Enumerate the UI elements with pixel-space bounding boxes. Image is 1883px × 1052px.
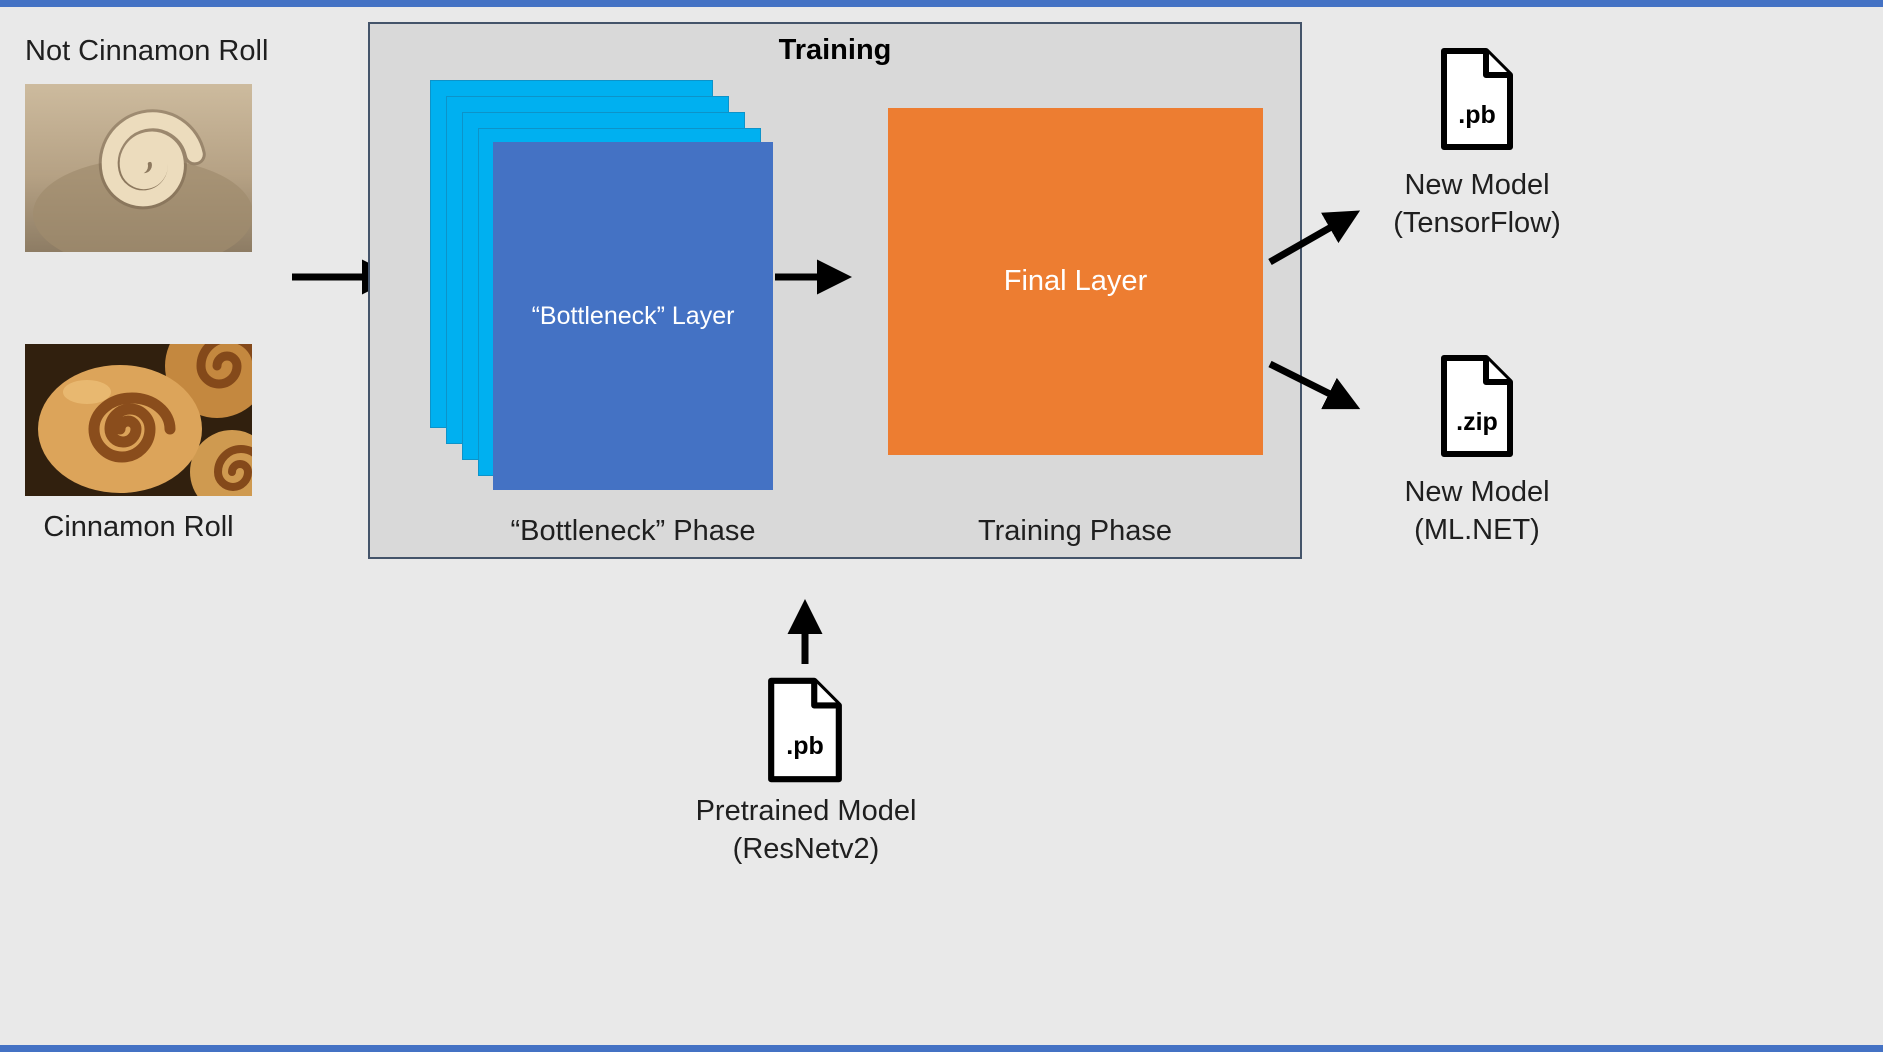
document-icon [1441,48,1513,150]
bottom-accent-strip [0,1045,1883,1052]
bottleneck-phase-label: “Bottleneck” Phase [510,515,756,547]
tensorflow-file-extension: .pb [1458,101,1496,130]
tensorflow-model-framework: (TensorFlow) [1393,207,1561,239]
pretrained-to-training-arrow [787,599,823,664]
bottleneck-layer-box: “Bottleneck” Layer [493,142,773,490]
tensorflow-pb-file-icon: .pb [1437,46,1517,152]
document-icon [1441,355,1513,457]
mlnet-model-name: New Model [1404,476,1550,508]
cinnamon-roll-label: Cinnamon Roll [43,511,234,543]
top-accent-strip [0,0,1883,7]
pretrained-file-extension: .pb [786,732,824,761]
final-layer-label: Final Layer [1003,265,1148,297]
mlnet-zip-file-icon: .zip [1437,353,1517,459]
mlnet-model-framework: (ML.NET) [1414,514,1540,546]
training-title: Training [778,34,892,66]
not-cinnamon-roll-label: Not Cinnamon Roll [25,35,269,67]
pretrained-model-framework: (ResNetv2) [732,833,880,865]
dog-tail-photo-illustration [25,84,252,252]
tensorflow-model-label: New Model (TensorFlow) [1357,166,1597,242]
pretrained-model-name: Pretrained Model [695,795,917,827]
final-layer-box: Final Layer [888,108,1263,455]
mlnet-model-label: New Model (ML.NET) [1357,473,1597,549]
cinnamon-roll-image [25,344,252,496]
bottleneck-layer-label: “Bottleneck” Layer [531,301,735,330]
cinnamon-roll-photo-illustration [25,344,252,496]
dog-tail-image [25,84,252,252]
training-phase-label: Training Phase [978,515,1172,547]
tensorflow-model-name: New Model [1404,169,1550,201]
pretrained-pb-file-icon: .pb [764,676,846,784]
document-icon [768,677,842,783]
final-to-mlnet-arrow [1268,360,1361,410]
mlnet-file-extension: .zip [1456,408,1498,437]
final-to-tensorflow-arrow [1268,210,1361,266]
pretrained-model-label: Pretrained Model (ResNetv2) [686,792,926,868]
bottleneck-to-final-arrow [775,259,852,295]
